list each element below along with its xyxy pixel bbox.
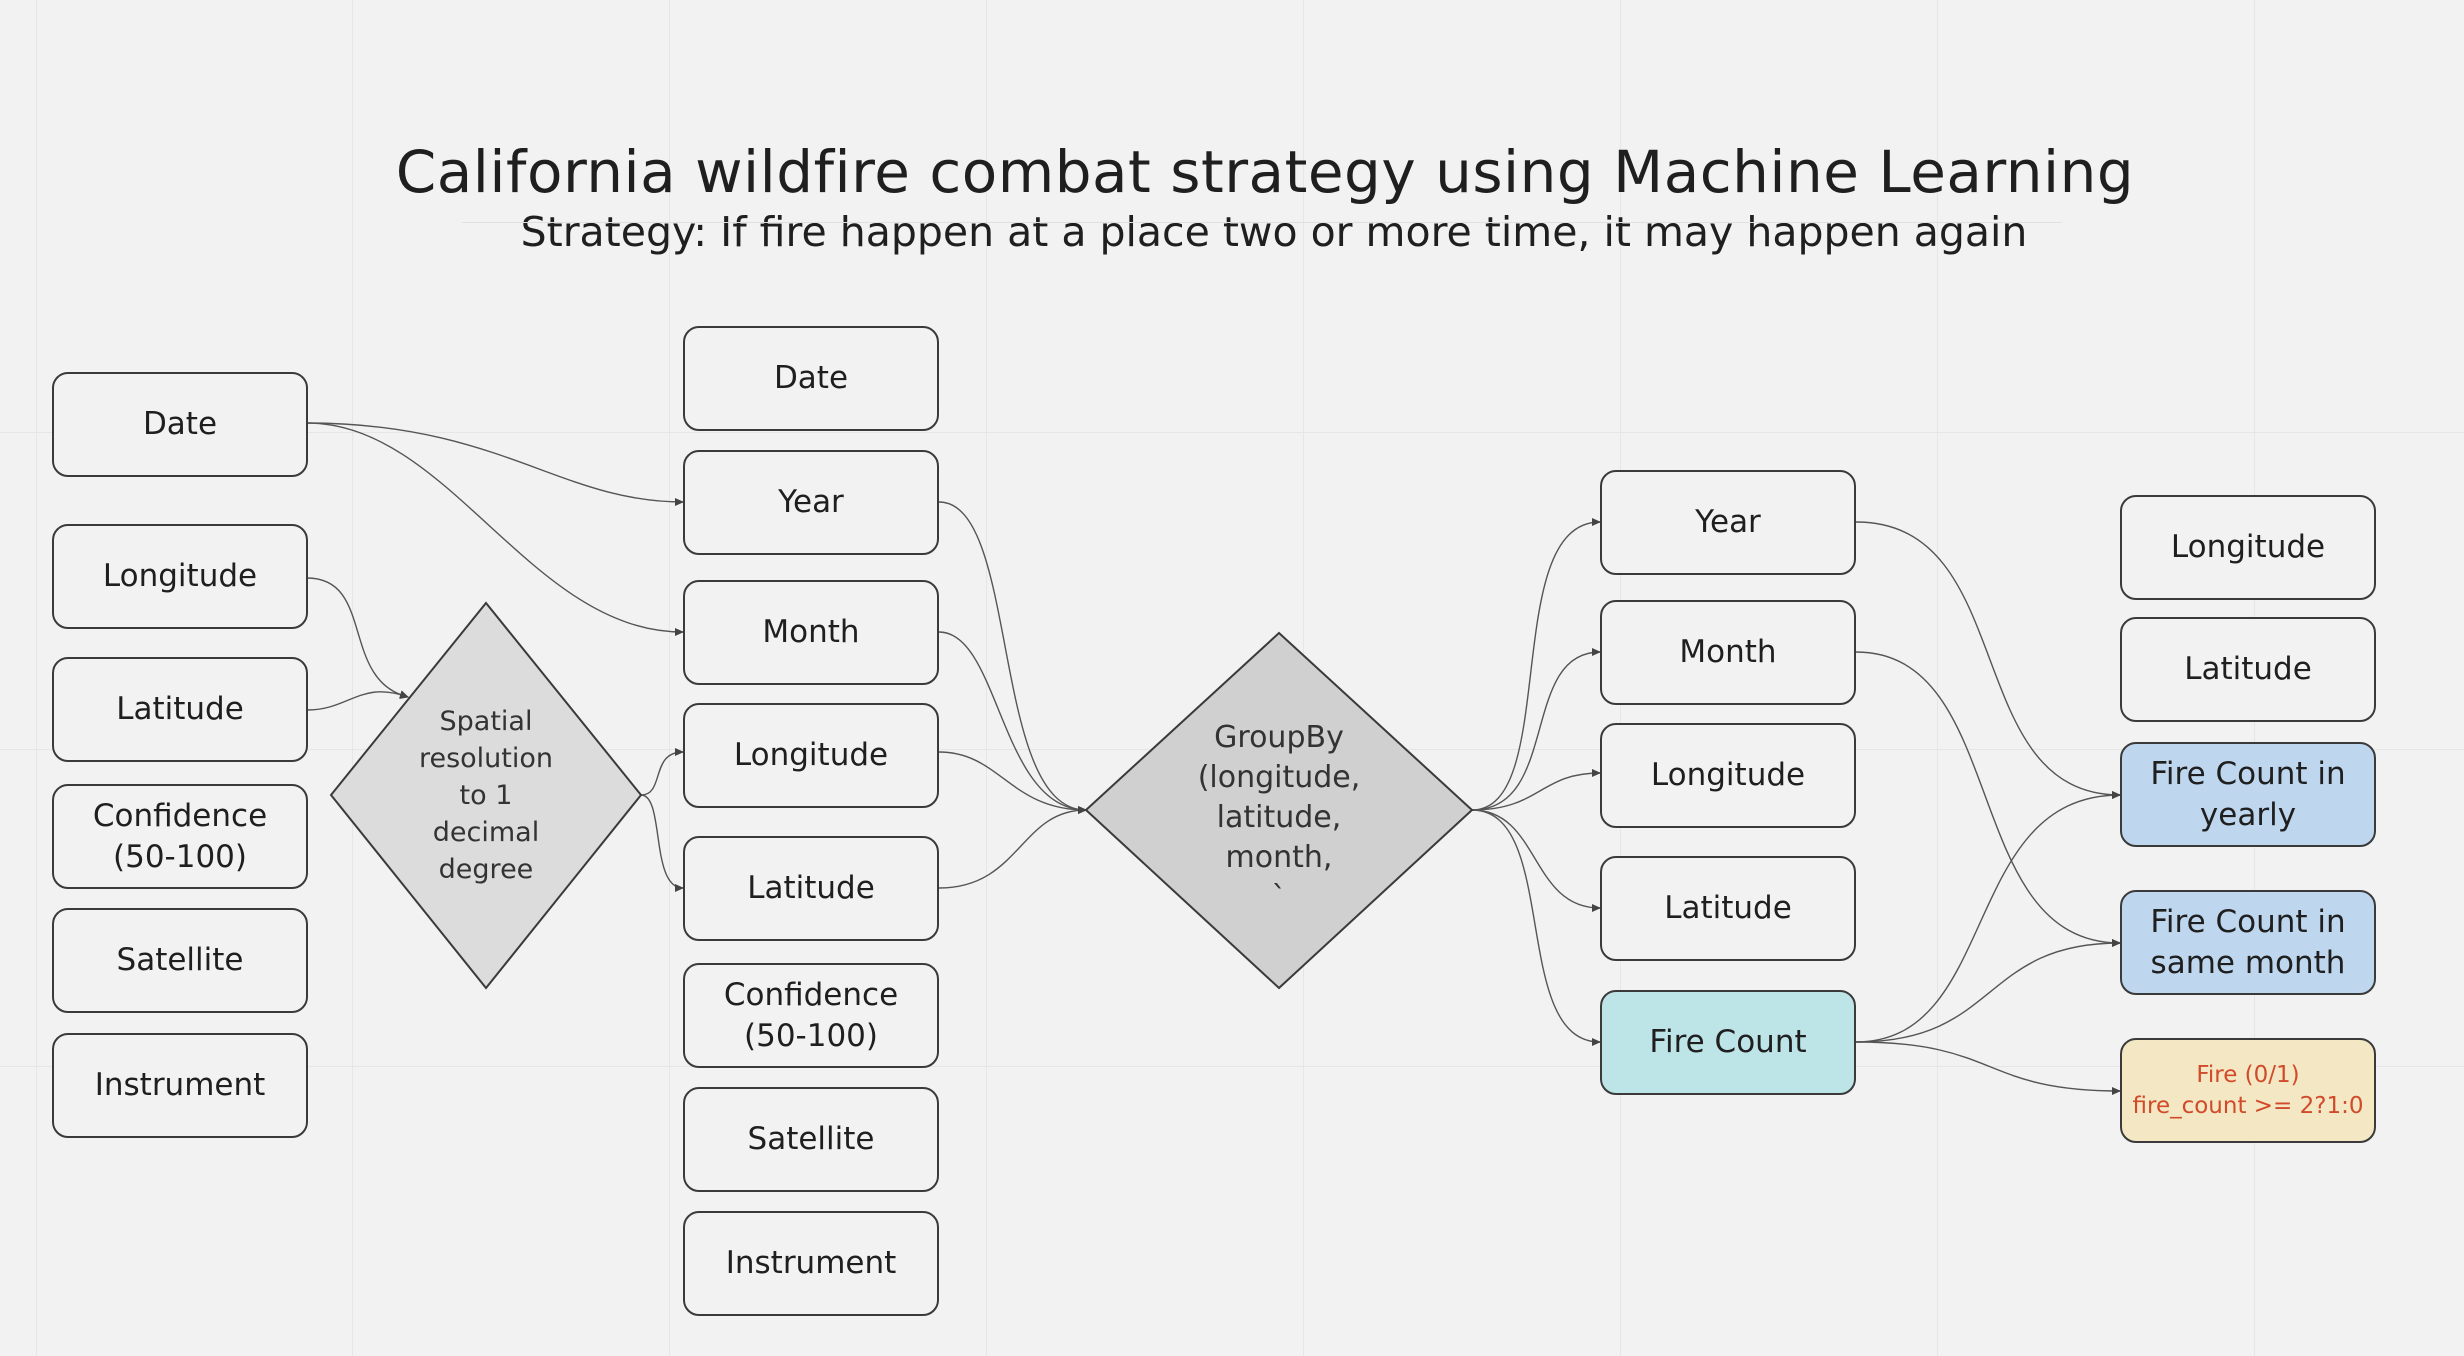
groupby-label: GroupBy (longitude, latitude, month, ` <box>1197 719 1361 915</box>
derived-field-longitude[interactable]: Longitude <box>683 703 939 808</box>
edge-groupby-month <box>1471 648 1601 811</box>
grid-line <box>0 432 2464 433</box>
derived-field-instrument[interactable]: Instrument <box>683 1211 939 1316</box>
output-field-latitude[interactable]: Latitude <box>2120 617 2376 722</box>
grid-line <box>352 0 353 1356</box>
grouped-field-latitude[interactable]: Latitude <box>1600 856 1856 961</box>
edge-month-samemonth <box>1855 651 2121 947</box>
derived-field-confidence[interactable]: Confidence (50-100) <box>683 963 939 1068</box>
edge-date-month <box>306 422 684 636</box>
grouped-field-year[interactable]: Year <box>1600 470 1856 575</box>
edge-groupby-year <box>1471 518 1601 811</box>
edge-firecount-label <box>1855 1041 2121 1095</box>
edge-longitude-spatial <box>306 577 409 699</box>
spatial-resolution-diamond[interactable] <box>329 601 643 990</box>
raw-field-instrument[interactable]: Instrument <box>52 1033 308 1138</box>
diagram-subtitle[interactable]: Strategy: If fire happen at a place two … <box>520 208 2028 256</box>
grid-line <box>0 1066 2464 1067</box>
edge-spatial-longitude <box>640 748 684 796</box>
diagram-title[interactable]: California wildfire combat strategy usin… <box>395 138 2135 206</box>
title-underline <box>462 222 2062 223</box>
raw-field-satellite[interactable]: Satellite <box>52 908 308 1013</box>
edge-date-year <box>306 422 684 506</box>
edge-longitude-groupby <box>938 751 1087 814</box>
edge-latitude-groupby <box>938 806 1087 889</box>
raw-field-latitude[interactable]: Latitude <box>52 657 308 762</box>
raw-field-confidence[interactable]: Confidence (50-100) <box>52 784 308 889</box>
edge-latitude-spatial <box>306 690 409 711</box>
raw-field-longitude[interactable]: Longitude <box>52 524 308 629</box>
grid-line <box>986 0 987 1356</box>
edge-groupby-firecount <box>1471 809 1601 1046</box>
spatial-resolution-label: Spatial resolution to 1 decimal degree <box>418 705 554 885</box>
edge-year-yearly <box>1855 521 2121 799</box>
grouped-field-fire-count[interactable]: Fire Count <box>1600 990 1856 1095</box>
grouped-field-longitude[interactable]: Longitude <box>1600 723 1856 828</box>
edge-groupby-longitude <box>1471 769 1601 811</box>
output-fire-label[interactable]: Fire (0/1) fire_count >= 2?1:0 <box>2120 1038 2376 1143</box>
output-fire-count-same-month[interactable]: Fire Count in same month <box>2120 890 2376 995</box>
output-fire-count-yearly[interactable]: Fire Count in yearly <box>2120 742 2376 847</box>
grid-line <box>1937 0 1938 1356</box>
derived-field-satellite[interactable]: Satellite <box>683 1087 939 1192</box>
edge-firecount-samemonth <box>1855 939 2121 1043</box>
derived-field-year[interactable]: Year <box>683 450 939 555</box>
edge-groupby-latitude <box>1471 809 1601 912</box>
edge-firecount-yearly <box>1855 791 2121 1043</box>
edge-month-groupby <box>938 631 1087 814</box>
derived-field-month[interactable]: Month <box>683 580 939 685</box>
edge-year-groupby <box>938 501 1087 814</box>
raw-field-date[interactable]: Date <box>52 372 308 477</box>
edge-spatial-latitude <box>640 794 684 892</box>
derived-field-latitude[interactable]: Latitude <box>683 836 939 941</box>
derived-field-date[interactable]: Date <box>683 326 939 431</box>
groupby-diamond[interactable] <box>1084 631 1474 990</box>
output-field-longitude[interactable]: Longitude <box>2120 495 2376 600</box>
grouped-field-month[interactable]: Month <box>1600 600 1856 705</box>
grid-line <box>669 0 670 1356</box>
grid-line <box>36 0 37 1356</box>
